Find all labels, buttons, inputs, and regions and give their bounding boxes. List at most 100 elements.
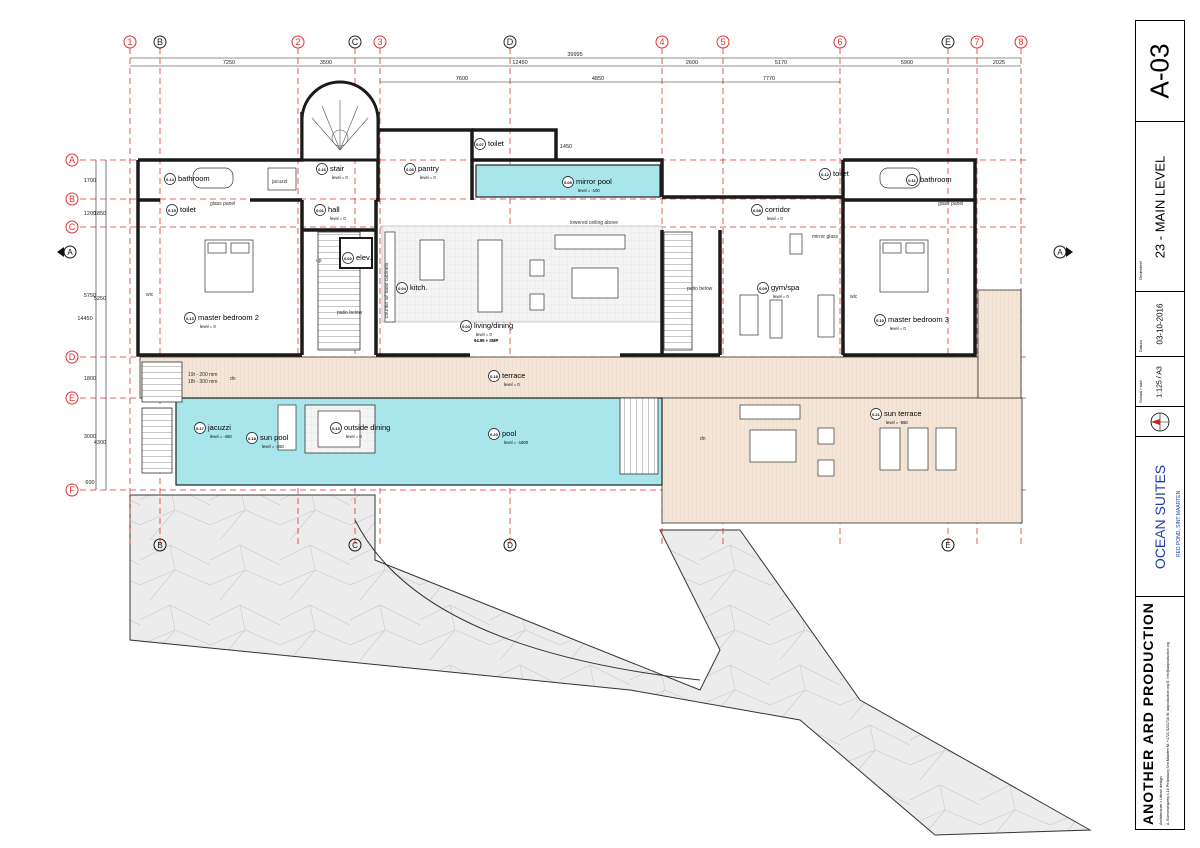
room-level: level = 0 — [200, 324, 216, 329]
note-lowered-ceiling: lowered ceiling above — [570, 220, 618, 226]
dim-second-2: 7770 — [763, 76, 775, 82]
room-id-circle — [246, 432, 258, 444]
compass-cell — [1136, 406, 1184, 436]
room-id: 0.05 — [564, 180, 573, 185]
note-stair-2: 18t - 300 mm — [188, 379, 217, 385]
room-id-circle — [396, 282, 408, 294]
room-name: kitch. — [410, 283, 428, 292]
room-level: level = 0 — [767, 216, 783, 221]
dim-top-2: 12450 — [512, 60, 527, 66]
room-id-circle — [819, 168, 831, 180]
grid-col-5: 5 — [720, 37, 725, 47]
dim-top-1: 3500 — [320, 60, 332, 66]
scale-label: Schaal / size — [1138, 380, 1143, 403]
north-arrow-icon — [1150, 412, 1170, 432]
landscape-path — [129, 494, 1092, 836]
room-name: gym/spa — [771, 283, 800, 292]
note-stair-1: 19t - 200 mm — [188, 372, 217, 378]
room-id: 0.04 — [398, 286, 407, 291]
room-id: 0.03 — [462, 324, 471, 329]
room-id-circle — [330, 422, 342, 434]
annotations: jacuzzi glass panel glass panel wic wic … — [146, 179, 963, 442]
grid-row-f: F — [69, 485, 75, 495]
section-a-right: A — [1057, 248, 1063, 257]
note-glass-panel: glass panel — [210, 201, 235, 207]
room-id: 0.02 — [344, 256, 353, 261]
section-a-left: A — [67, 248, 73, 257]
grid-col-c: C — [352, 37, 359, 47]
project-label: Onderdeel — [1138, 261, 1143, 280]
room-id-circle — [874, 314, 886, 326]
dim-toilet: 1450 — [560, 144, 572, 150]
room-level: level = -1600 — [504, 440, 529, 445]
section-e-bottom: E — [945, 541, 950, 550]
room-name: mirror pool — [576, 177, 612, 186]
dimension-text: 39995 7250 3500 12450 2600 5170 5900 202… — [77, 52, 1005, 486]
room-id-circle — [488, 370, 500, 382]
note-glass-panel-right: glass panel — [938, 201, 963, 207]
room-name: hall — [328, 205, 340, 214]
dim-top-6: 2025 — [993, 60, 1005, 66]
room-name: pantry — [418, 164, 439, 173]
room-name: bathroom — [920, 175, 952, 184]
room-level: level = 0 — [773, 294, 789, 299]
room-id-circle — [404, 163, 416, 175]
room-name: corridor — [765, 205, 791, 214]
grid-col-8: 8 — [1018, 37, 1023, 47]
room-level: level = 0 — [890, 326, 906, 331]
room-id-circle — [460, 320, 472, 332]
note-dn-2: dn — [700, 436, 706, 442]
grid-col-1: 1 — [127, 37, 132, 47]
room-level: level = -450 — [210, 434, 232, 439]
date-label: Datum — [1138, 340, 1143, 352]
room-id-circle — [488, 428, 500, 440]
dim-left-1: 1200 — [84, 211, 96, 217]
room-level: level = 0 — [504, 382, 520, 387]
sheet-number-cell: A-03 — [1136, 21, 1184, 121]
room-id: 0.01 — [316, 208, 325, 213]
room-level: level = 0 — [476, 332, 492, 337]
dim-top-5: 5900 — [901, 60, 913, 66]
note-counter: counter w/ base cabinets — [384, 262, 390, 318]
grid-col-2: 2 — [295, 37, 300, 47]
dim-left-9: 14450 — [77, 316, 92, 322]
section-markers: A A B C D E — [57, 245, 1073, 552]
section-c-bottom: C — [352, 541, 358, 550]
room-level: level = -550 — [886, 420, 908, 425]
grid-col-b: B — [157, 37, 163, 47]
dim-left-6: 3000 — [84, 434, 96, 440]
room-id-circle — [562, 176, 574, 188]
title-block: A-03 23 - MAIN LEVEL Onderdeel 03-10-201… — [1135, 20, 1185, 830]
grid-row-b: B — [69, 194, 75, 204]
room-name: elev. — [356, 253, 371, 262]
room-id-circle — [316, 163, 328, 175]
room-name: pool — [502, 429, 517, 438]
grid-row-a: A — [69, 155, 75, 165]
room-id: 0.14 — [166, 177, 175, 182]
room-name: toilet — [833, 169, 850, 178]
terrace-deck — [139, 356, 979, 399]
dim-left-3: 5750 — [84, 293, 96, 299]
room-id: 0.09 — [759, 286, 768, 291]
date-cell: 03-10-2016 Datum — [1136, 291, 1184, 356]
scale-cell: 1:125 / A3 Schaal / size — [1136, 356, 1184, 406]
scale: 1:125 / A3 — [1156, 365, 1164, 398]
project-name: OCEAN SUITES — [1152, 464, 1168, 569]
project-location: RED POND, SINT MAARTEN — [1176, 490, 1182, 557]
dim-overall: 39995 — [567, 52, 582, 58]
firm-cell: ANOTHER ARD PRODUCTION Architecture • Ur… — [1136, 596, 1184, 831]
room-id-circle — [314, 204, 326, 216]
room-id: 0.07 — [476, 142, 485, 147]
dim-top-0: 7250 — [223, 60, 235, 66]
room-name: sun terrace — [884, 409, 922, 418]
